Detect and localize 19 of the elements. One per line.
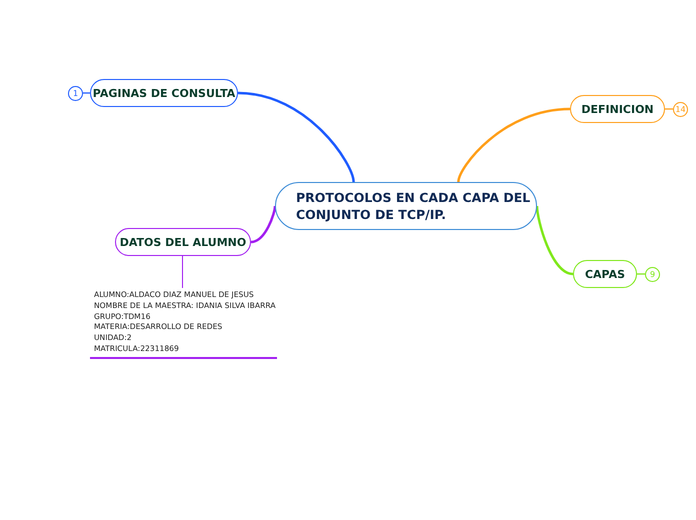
topic-label: CAPAS <box>584 268 626 280</box>
topic-label: DATOS DEL ALUMNO <box>120 236 246 248</box>
topic-label: PAGINAS DE CONSULTA <box>92 86 236 100</box>
topic-box <box>573 260 637 288</box>
connector-line <box>238 92 355 182</box>
topic-box <box>115 228 251 256</box>
connector-line <box>250 206 276 244</box>
count-badge: 9 <box>645 266 660 282</box>
details-text-block <box>90 288 277 359</box>
topic-box <box>570 95 665 123</box>
connector-line <box>536 206 574 276</box>
connector-line <box>457 108 570 182</box>
central-topic-box <box>275 182 537 230</box>
count-badge: 14 <box>673 102 688 116</box>
topic-label: DEFINICION <box>581 102 654 116</box>
topic-label: PROTOCOLOS EN CADA CAPA DEL CONJUNTO DE TCP/IP. <box>296 189 532 223</box>
connector-line <box>182 256 183 288</box>
count-badge: 1 <box>68 86 83 100</box>
topic-box <box>90 79 238 107</box>
